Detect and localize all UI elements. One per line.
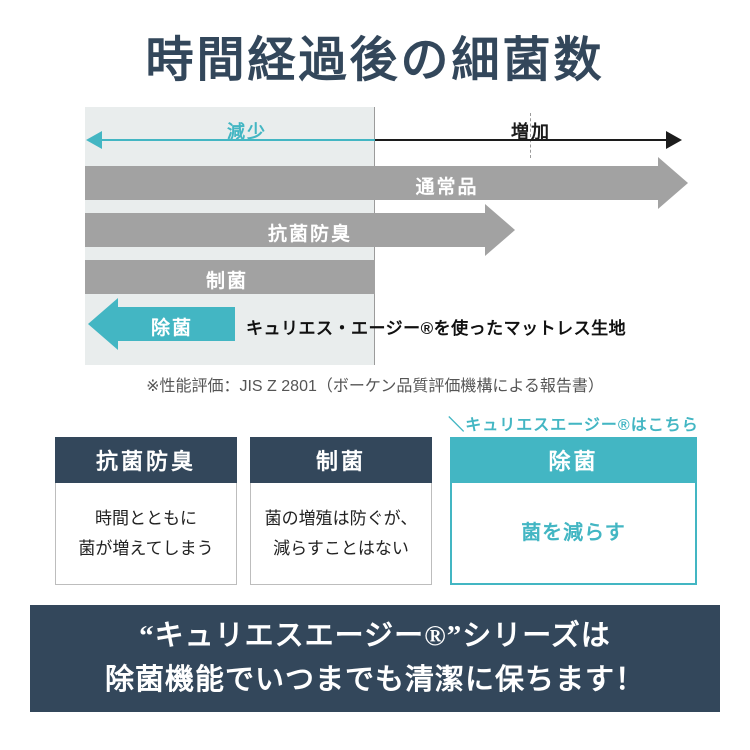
bar-antibacterial-arrowhead-icon	[485, 204, 515, 256]
product-annotation: キュリエス・エージー®を使ったマットレス生地	[246, 319, 627, 338]
bar-normal-product-label: 通常品	[415, 177, 479, 198]
banner-line-2: 除菌機能でいつまでも清潔に保ちます！	[104, 664, 645, 696]
bar-normal-product	[85, 166, 658, 200]
card-bacteriostatic-body: 菌の増殖は防ぐが、 減らすことはない	[250, 483, 432, 585]
decrease-axis-line	[100, 139, 375, 141]
card-sterilizing-header: 除菌	[450, 437, 697, 483]
bar-antibacterial-deodorant	[85, 213, 485, 247]
bar-antibacterial-label: 抗菌防臭	[267, 224, 352, 245]
bottom-banner: “キュリエスエージー®”シリーズは 除菌機能でいつまでも清潔に保ちます！	[30, 605, 720, 712]
card-bacteriostatic: 制菌 菌の増殖は防ぐが、 減らすことはない	[250, 437, 432, 585]
increase-label: 増加	[511, 122, 551, 142]
performance-footnote: ※性能評価：JIS Z 2801（ボーケン品質評価機構による報告書）	[146, 378, 604, 395]
page-title: 時間経過後の細菌数	[145, 34, 605, 87]
bar-sterilizing-arrowhead-icon	[88, 298, 118, 350]
increase-arrow-icon	[666, 131, 682, 149]
card-sterilizing: 除菌 菌を減らす	[450, 437, 697, 585]
card-sterilizing-body: 菌を減らす	[450, 483, 697, 585]
card-antibacterial-body: 時間とともに 菌が増えてしまう	[55, 483, 237, 585]
bar-bacteriostatic-label: 制菌	[205, 271, 248, 292]
banner-line-1: “キュリエスエージー®”シリーズは	[139, 620, 611, 653]
card-antibacterial-deodorant: 抗菌防臭 時間とともに 菌が増えてしまう	[55, 437, 237, 585]
bar-bacteriostatic	[85, 260, 375, 294]
decrease-arrow-icon	[86, 131, 102, 149]
card-bacteriostatic-header: 制菌	[250, 437, 432, 483]
increase-dashed-line	[530, 113, 531, 158]
decrease-label: 減少	[227, 122, 267, 142]
bar-sterilizing	[118, 307, 235, 341]
bar-normal-product-arrowhead-icon	[658, 157, 688, 209]
bar-sterilizing-label: 除菌	[150, 318, 193, 339]
card-antibacterial-header: 抗菌防臭	[55, 437, 237, 483]
increase-axis-line	[375, 139, 668, 141]
